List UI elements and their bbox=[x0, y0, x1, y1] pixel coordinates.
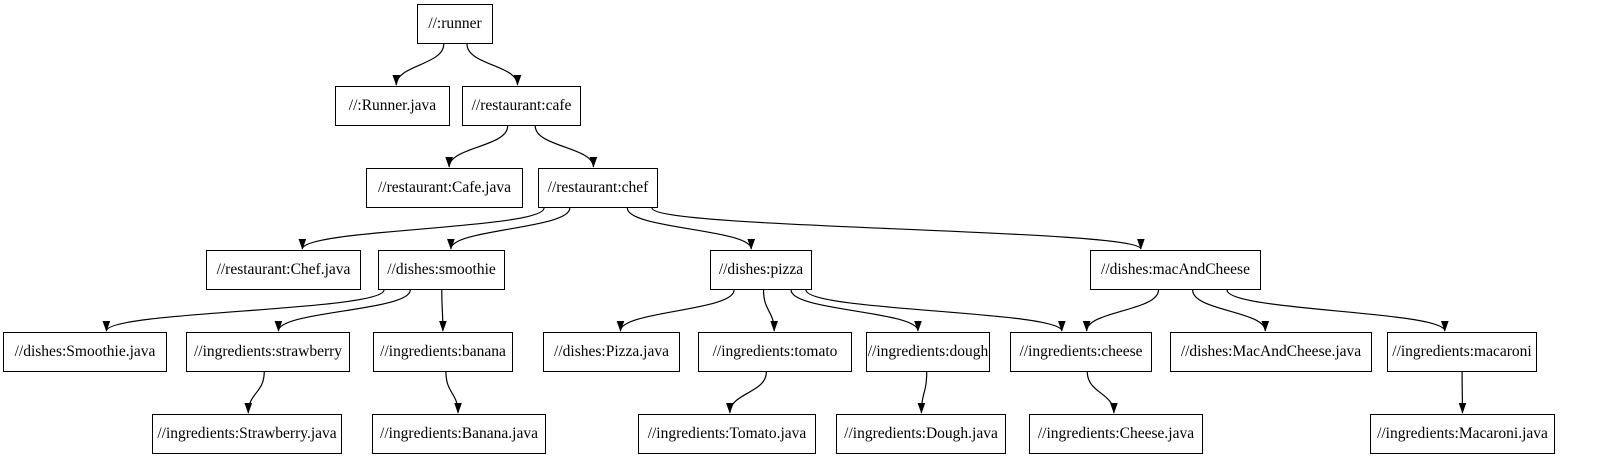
graph-node-label: //ingredients:Tomato.java bbox=[647, 425, 807, 443]
graph-node-cafe-java[interactable]: //restaurant:Cafe.java bbox=[366, 168, 523, 208]
graph-node-label: //dishes:MacAndCheese.java bbox=[1180, 343, 1362, 361]
graph-node-label: //dishes:Pizza.java bbox=[554, 343, 669, 361]
graph-node-ing-tomato[interactable]: //ingredients:tomato bbox=[698, 332, 852, 372]
graph-node-mac-java[interactable]: //dishes:MacAndCheese.java bbox=[1170, 332, 1372, 372]
graph-node-restaurant-chef[interactable]: //restaurant:chef bbox=[538, 168, 658, 208]
graph-node-dishes-smoothie[interactable]: //dishes:smoothie bbox=[378, 250, 505, 290]
graph-node-ing-macaroni[interactable]: //ingredients:macaroni bbox=[1387, 332, 1537, 372]
graph-node-label: //ingredients:cheese bbox=[1019, 343, 1143, 361]
graph-node-label: //dishes:Smoothie.java bbox=[14, 343, 156, 361]
graph-node-label: //restaurant:cafe bbox=[471, 97, 572, 115]
graph-node-pizza-java[interactable]: //dishes:Pizza.java bbox=[543, 332, 680, 372]
graph-node-cheese-java[interactable]: //ingredients:Cheese.java bbox=[1029, 414, 1203, 454]
graph-node-label: //restaurant:Cafe.java bbox=[378, 179, 511, 197]
graph-node-label: //:runner bbox=[428, 15, 482, 33]
graph-node-ing-dough[interactable]: //ingredients:dough bbox=[866, 332, 990, 372]
graph-node-chef-java[interactable]: //restaurant:Chef.java bbox=[206, 250, 361, 290]
graph-node-label: //ingredients:macaroni bbox=[1392, 343, 1532, 361]
graph-node-label: //dishes:smoothie bbox=[387, 261, 496, 279]
graph-node-dishes-mac[interactable]: //dishes:macAndCheese bbox=[1090, 250, 1261, 290]
graph-node-label: //:Runner.java bbox=[348, 97, 437, 115]
graph-node-label: //ingredients:Banana.java bbox=[380, 425, 538, 443]
graph-node-tomato-java[interactable]: //ingredients:Tomato.java bbox=[638, 414, 816, 454]
graph-node-label: //ingredients:tomato bbox=[712, 343, 838, 361]
graph-node-banana-java[interactable]: //ingredients:Banana.java bbox=[372, 414, 546, 454]
graph-node-label: //ingredients:Macaroni.java bbox=[1377, 425, 1548, 443]
graph-node-label: //dishes:macAndCheese bbox=[1101, 261, 1250, 279]
graph-node-restaurant-cafe[interactable]: //restaurant:cafe bbox=[462, 86, 581, 126]
graph-node-label: //ingredients:strawberry bbox=[193, 343, 343, 361]
graph-node-label: //ingredients:banana bbox=[380, 343, 506, 361]
graph-node-label: //restaurant:Chef.java bbox=[216, 261, 351, 279]
graph-node-dishes-pizza[interactable]: //dishes:pizza bbox=[710, 250, 812, 290]
graph-node-runner-java[interactable]: //:Runner.java bbox=[335, 86, 450, 126]
graph-node-label: //ingredients:dough bbox=[867, 343, 989, 361]
graph-node-ing-cheese[interactable]: //ingredients:cheese bbox=[1010, 332, 1152, 372]
graph-node-dough-java[interactable]: //ingredients:Dough.java bbox=[836, 414, 1006, 454]
graph-node-runner[interactable]: //:runner bbox=[417, 4, 493, 44]
graph-node-ing-banana[interactable]: //ingredients:banana bbox=[373, 332, 513, 372]
graph-node-label: //restaurant:chef bbox=[547, 179, 649, 197]
graph-node-smoothie-java[interactable]: //dishes:Smoothie.java bbox=[3, 332, 167, 372]
graph-node-ing-strawberry[interactable]: //ingredients:strawberry bbox=[186, 332, 350, 372]
graph-node-macaroni-java[interactable]: //ingredients:Macaroni.java bbox=[1370, 414, 1555, 454]
graph-node-label: //ingredients:Dough.java bbox=[844, 425, 998, 443]
graph-node-label: //ingredients:Cheese.java bbox=[1037, 425, 1195, 443]
graph-node-label: //ingredients:Strawberry.java bbox=[157, 425, 337, 443]
graph-node-label: //dishes:pizza bbox=[718, 261, 804, 279]
graph-node-strawberry-java[interactable]: //ingredients:Strawberry.java bbox=[152, 414, 342, 454]
